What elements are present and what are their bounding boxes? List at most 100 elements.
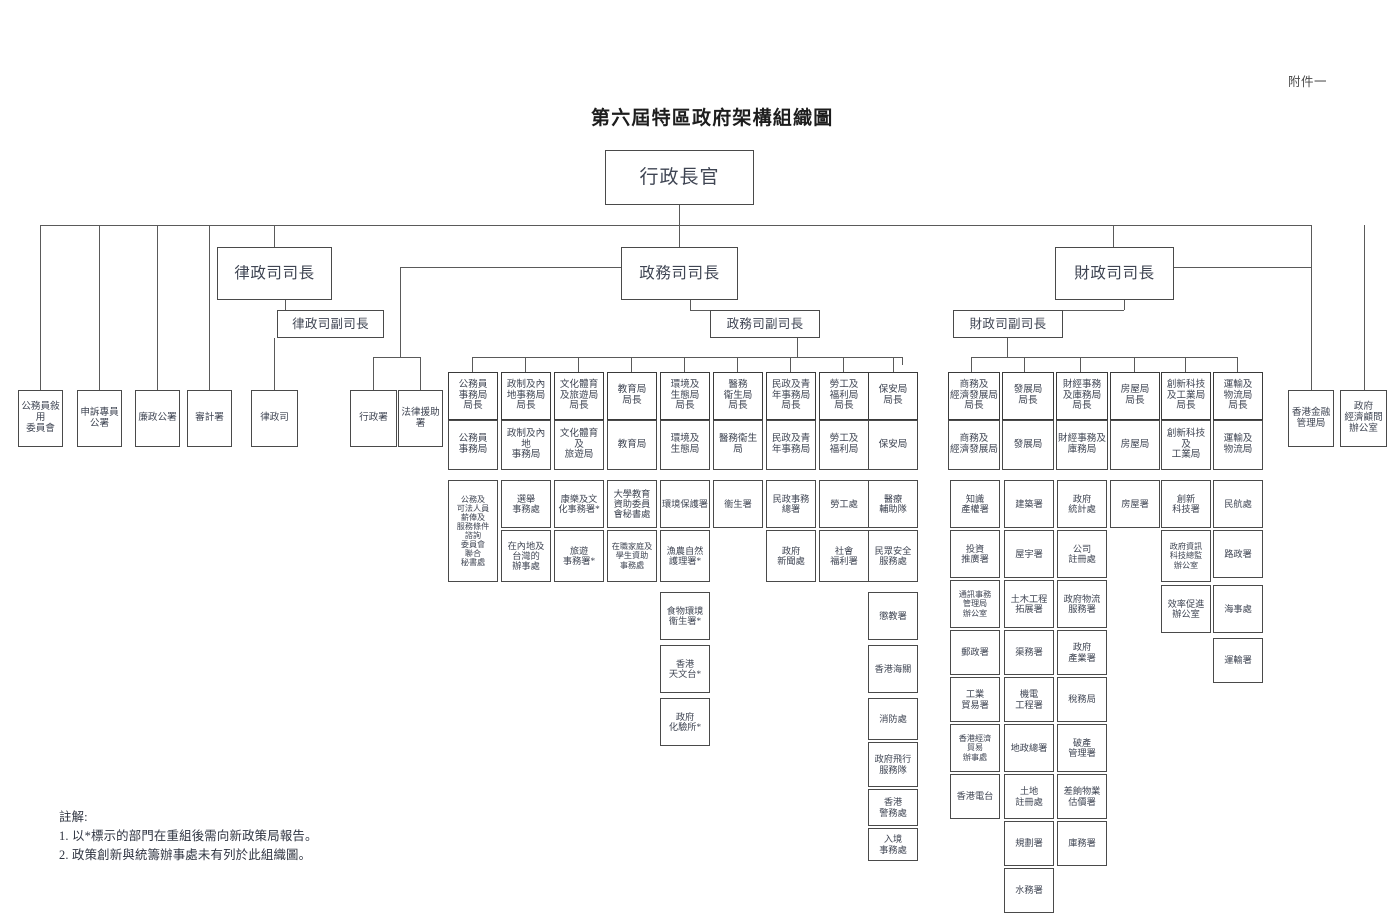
node-department[interactable]: 香港經濟 貿易 辦事處 <box>950 724 1000 772</box>
node-bureau[interactable]: 教育局 <box>607 420 657 470</box>
node-department[interactable]: 創新 科技署 <box>1161 480 1211 528</box>
node-department[interactable]: 工業 貿易署 <box>950 677 1000 722</box>
node-department[interactable]: 通訊事務 管理局 辦公室 <box>950 580 1000 628</box>
node-department[interactable]: 效率促進 辦公室 <box>1161 585 1211 633</box>
node-deputy-chief-secretary[interactable]: 政務司副司長 <box>710 310 820 338</box>
node-department[interactable]: 香港電台 <box>950 774 1000 819</box>
node-department[interactable]: 建築署 <box>1004 480 1054 528</box>
node-financial-secretary[interactable]: 財政司司長 <box>1055 247 1174 300</box>
node-department[interactable]: 政府 化驗所* <box>660 698 710 746</box>
node-department[interactable]: 郵政署 <box>950 630 1000 675</box>
node-cs-direct-dept[interactable]: 行政署 <box>350 390 397 447</box>
node-department[interactable]: 漁農自然 護理署* <box>660 530 710 582</box>
node-department[interactable]: 香港 警務處 <box>868 789 918 826</box>
node-department[interactable]: 路政署 <box>1213 530 1263 578</box>
node-fs-direct-dept[interactable]: 香港金融 管理局 <box>1288 390 1334 447</box>
node-bureau[interactable]: 保安局 <box>868 420 918 470</box>
node-bureau-head[interactable]: 文化體育 及旅遊局 局長 <box>554 372 604 420</box>
node-department[interactable]: 勞工處 <box>819 480 869 528</box>
node-cs-direct-dept[interactable]: 法律援助署 <box>398 390 443 447</box>
node-bureau[interactable]: 財經事務及 庫務局 <box>1056 420 1108 470</box>
node-bureau-head[interactable]: 運輸及 物流局 局長 <box>1213 372 1263 420</box>
node-department[interactable]: 政府飛行 服務隊 <box>868 742 918 787</box>
node-bureau[interactable]: 醫務衞生局 <box>713 420 763 470</box>
node-bureau-head[interactable]: 公務員 事務局 局長 <box>448 372 498 420</box>
node-department[interactable]: 地政總署 <box>1004 724 1054 772</box>
node-bureau-head[interactable]: 教育局 局長 <box>607 372 657 420</box>
node-bureau-head[interactable]: 民政及青 年事務局 局長 <box>766 372 816 420</box>
node-department[interactable]: 知識 產權署 <box>950 480 1000 528</box>
node-bureau-head[interactable]: 政制及內 地事務局 局長 <box>501 372 551 420</box>
node-fs-direct-dept[interactable]: 政府 經濟顧問 辦公室 <box>1340 390 1387 447</box>
node-bureau[interactable]: 勞工及 福利局 <box>819 420 869 470</box>
node-department[interactable]: 社會 福利署 <box>819 530 869 582</box>
node-bureau[interactable]: 環境及 生態局 <box>660 420 710 470</box>
node-department[interactable]: 稅務局 <box>1057 677 1107 722</box>
node-department[interactable]: 運輸署 <box>1213 638 1263 683</box>
node-department[interactable]: 康樂及文 化事務署* <box>554 480 604 528</box>
node-department[interactable]: 醫療 輔助隊 <box>868 480 918 528</box>
node-department[interactable]: 在內地及 台灣的 辦事處 <box>501 530 551 582</box>
node-bureau[interactable]: 運輸及 物流局 <box>1213 420 1263 470</box>
node-department[interactable]: 投資 推廣署 <box>950 530 1000 578</box>
node-department[interactable]: 在職家庭及 學生資助 事務處 <box>607 530 657 582</box>
node-department[interactable]: 消防處 <box>868 698 918 740</box>
node-department[interactable]: 庫務署 <box>1057 821 1107 866</box>
node-department[interactable]: 民航處 <box>1213 480 1263 528</box>
node-bureau-head[interactable]: 發展局 局長 <box>1002 372 1054 420</box>
node-department[interactable]: 民眾安全 服務處 <box>868 530 918 582</box>
node-department[interactable]: 香港海關 <box>868 645 918 693</box>
node-secretary-justice[interactable]: 律政司司長 <box>217 247 332 300</box>
node-independent-org[interactable]: 公務員敍用 委員會 <box>18 390 63 447</box>
node-department[interactable]: 香港 天文台* <box>660 645 710 693</box>
node-department[interactable]: 選舉 事務處 <box>501 480 551 528</box>
node-bureau-head[interactable]: 醫務 衞生局 局長 <box>713 372 763 420</box>
node-bureau[interactable]: 民政及青 年事務局 <box>766 420 816 470</box>
node-bureau-head[interactable]: 保安局 局長 <box>868 372 918 420</box>
node-bureau[interactable]: 政制及內地 事務局 <box>501 420 551 470</box>
node-department[interactable]: 房屋署 <box>1110 480 1160 528</box>
node-department[interactable]: 差餉物業 估價署 <box>1057 774 1107 819</box>
node-department[interactable]: 水務署 <box>1004 868 1054 913</box>
node-bureau-head[interactable]: 房屋局 局長 <box>1110 372 1160 420</box>
node-chief-executive[interactable]: 行政長官 <box>605 150 754 205</box>
node-department[interactable]: 懲教署 <box>868 592 918 640</box>
node-bureau-head[interactable]: 環境及 生態局 局長 <box>660 372 710 420</box>
node-department[interactable]: 破產 管理署 <box>1057 724 1107 772</box>
node-department[interactable]: 政府 產業署 <box>1057 630 1107 675</box>
node-department[interactable]: 入境 事務處 <box>868 828 918 861</box>
node-bureau[interactable]: 文化體育及 旅遊局 <box>554 420 604 470</box>
node-bureau-head[interactable]: 創新科技 及工業局 局長 <box>1161 372 1211 420</box>
node-department[interactable]: 政府物流 服務署 <box>1057 580 1107 628</box>
node-department[interactable]: 政府 統計處 <box>1057 480 1107 528</box>
node-chief-secretary[interactable]: 政務司司長 <box>621 247 738 300</box>
node-department[interactable]: 食物環境 衞生署* <box>660 592 710 640</box>
node-department[interactable]: 政府資訊 科技總監 辦公室 <box>1161 530 1211 582</box>
node-department[interactable]: 屋宇署 <box>1004 530 1054 578</box>
node-independent-org[interactable]: 申訴專員 公署 <box>77 390 122 447</box>
node-deputy-financial-secretary[interactable]: 財政司副司長 <box>953 310 1063 338</box>
node-department[interactable]: 公司 註冊處 <box>1057 530 1107 578</box>
node-bureau[interactable]: 發展局 <box>1002 420 1054 470</box>
node-department[interactable]: 衞生署 <box>713 480 763 528</box>
node-independent-org[interactable]: 審計署 <box>187 390 232 447</box>
node-bureau-head[interactable]: 商務及 經濟發展局 局長 <box>948 372 1000 420</box>
node-department[interactable]: 規劃署 <box>1004 821 1054 866</box>
node-bureau[interactable]: 創新科技及 工業局 <box>1161 420 1211 470</box>
node-bureau[interactable]: 房屋局 <box>1110 420 1160 470</box>
node-bureau-head[interactable]: 勞工及 福利局 局長 <box>819 372 869 420</box>
node-department[interactable]: 政府 新聞處 <box>766 530 816 582</box>
node-department[interactable]: 機電 工程署 <box>1004 677 1054 722</box>
node-independent-org[interactable]: 廉政公署 <box>135 390 180 447</box>
node-department[interactable]: 土地 註冊處 <box>1004 774 1054 819</box>
node-bureau-head[interactable]: 財經事務 及庫務局 局長 <box>1056 372 1108 420</box>
node-department[interactable]: 渠務署 <box>1004 630 1054 675</box>
node-department[interactable]: 旅遊 事務署* <box>554 530 604 582</box>
node-bureau[interactable]: 公務員 事務局 <box>448 420 498 470</box>
node-department[interactable]: 環境保護署 <box>660 480 710 528</box>
node-department[interactable]: 土木工程 拓展署 <box>1004 580 1054 628</box>
node-department[interactable]: 海事處 <box>1213 585 1263 633</box>
node-doj-department[interactable]: 律政司 <box>251 390 298 447</box>
node-deputy-secretary-justice[interactable]: 律政司副司長 <box>277 310 384 338</box>
node-department[interactable]: 大學教育 資助委員 會秘書處 <box>607 480 657 528</box>
